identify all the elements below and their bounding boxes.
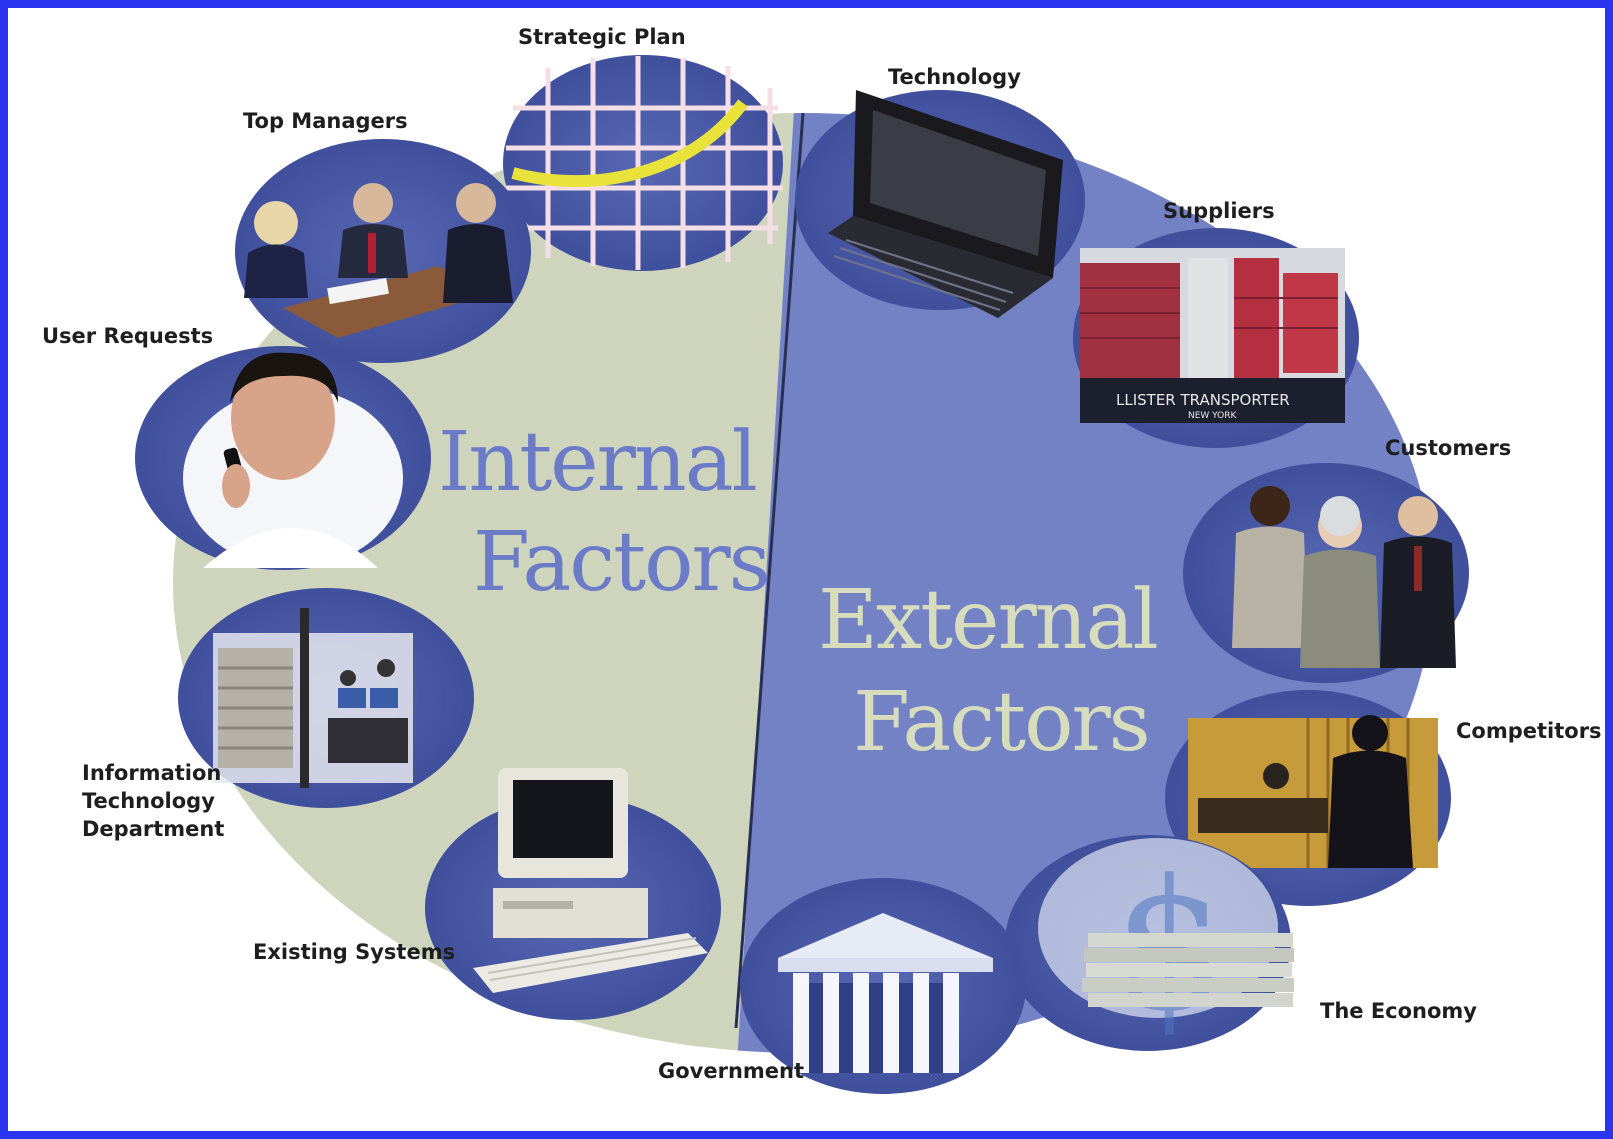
label-government: Government <box>658 1059 804 1083</box>
office-icon <box>178 588 474 808</box>
ship-port-text: NEW YORK <box>1188 411 1238 421</box>
people-icon <box>1183 463 1469 683</box>
grid-chart-icon <box>503 55 783 271</box>
label-top-managers: Top Managers <box>243 109 408 133</box>
label-competitors: Competitors <box>1456 719 1602 743</box>
capitol-building-icon <box>740 878 1026 1094</box>
label-customers: Customers <box>1385 436 1511 460</box>
ship-name-text: LLISTER TRANSPORTER <box>1116 391 1290 409</box>
label-it-department-line3: Department <box>82 817 224 841</box>
label-user-requests: User Requests <box>42 324 213 348</box>
external-title-line1: External <box>818 573 1157 668</box>
meeting-icon <box>235 139 531 363</box>
internal-title-line2: Factors <box>473 515 769 610</box>
diagram-frame: Internal Factors External Factors <box>8 8 1605 1131</box>
silhouette-icon <box>1165 690 1451 906</box>
label-it-department-line1: Information <box>82 761 221 785</box>
internal-title-line1: Internal <box>438 415 756 510</box>
label-technology: Technology <box>888 65 1021 89</box>
external-title-line2: Factors <box>853 675 1149 770</box>
label-existing-systems: Existing Systems <box>253 940 455 964</box>
label-it-department-line2: Technology <box>82 789 215 813</box>
container-ship-icon: LLISTER TRANSPORTER NEW YORK <box>1073 228 1359 448</box>
dollar-money-icon: $ <box>1005 835 1294 1051</box>
phone-man-icon <box>135 346 431 570</box>
computer-icon <box>425 768 721 1020</box>
laptop-icon <box>795 90 1085 318</box>
label-the-economy: The Economy <box>1320 999 1477 1023</box>
divider-line <box>734 112 805 1029</box>
label-suppliers: Suppliers <box>1163 199 1275 223</box>
factors-diagram: Internal Factors External Factors <box>42 25 1602 1094</box>
label-strategic-plan: Strategic Plan <box>518 25 686 49</box>
